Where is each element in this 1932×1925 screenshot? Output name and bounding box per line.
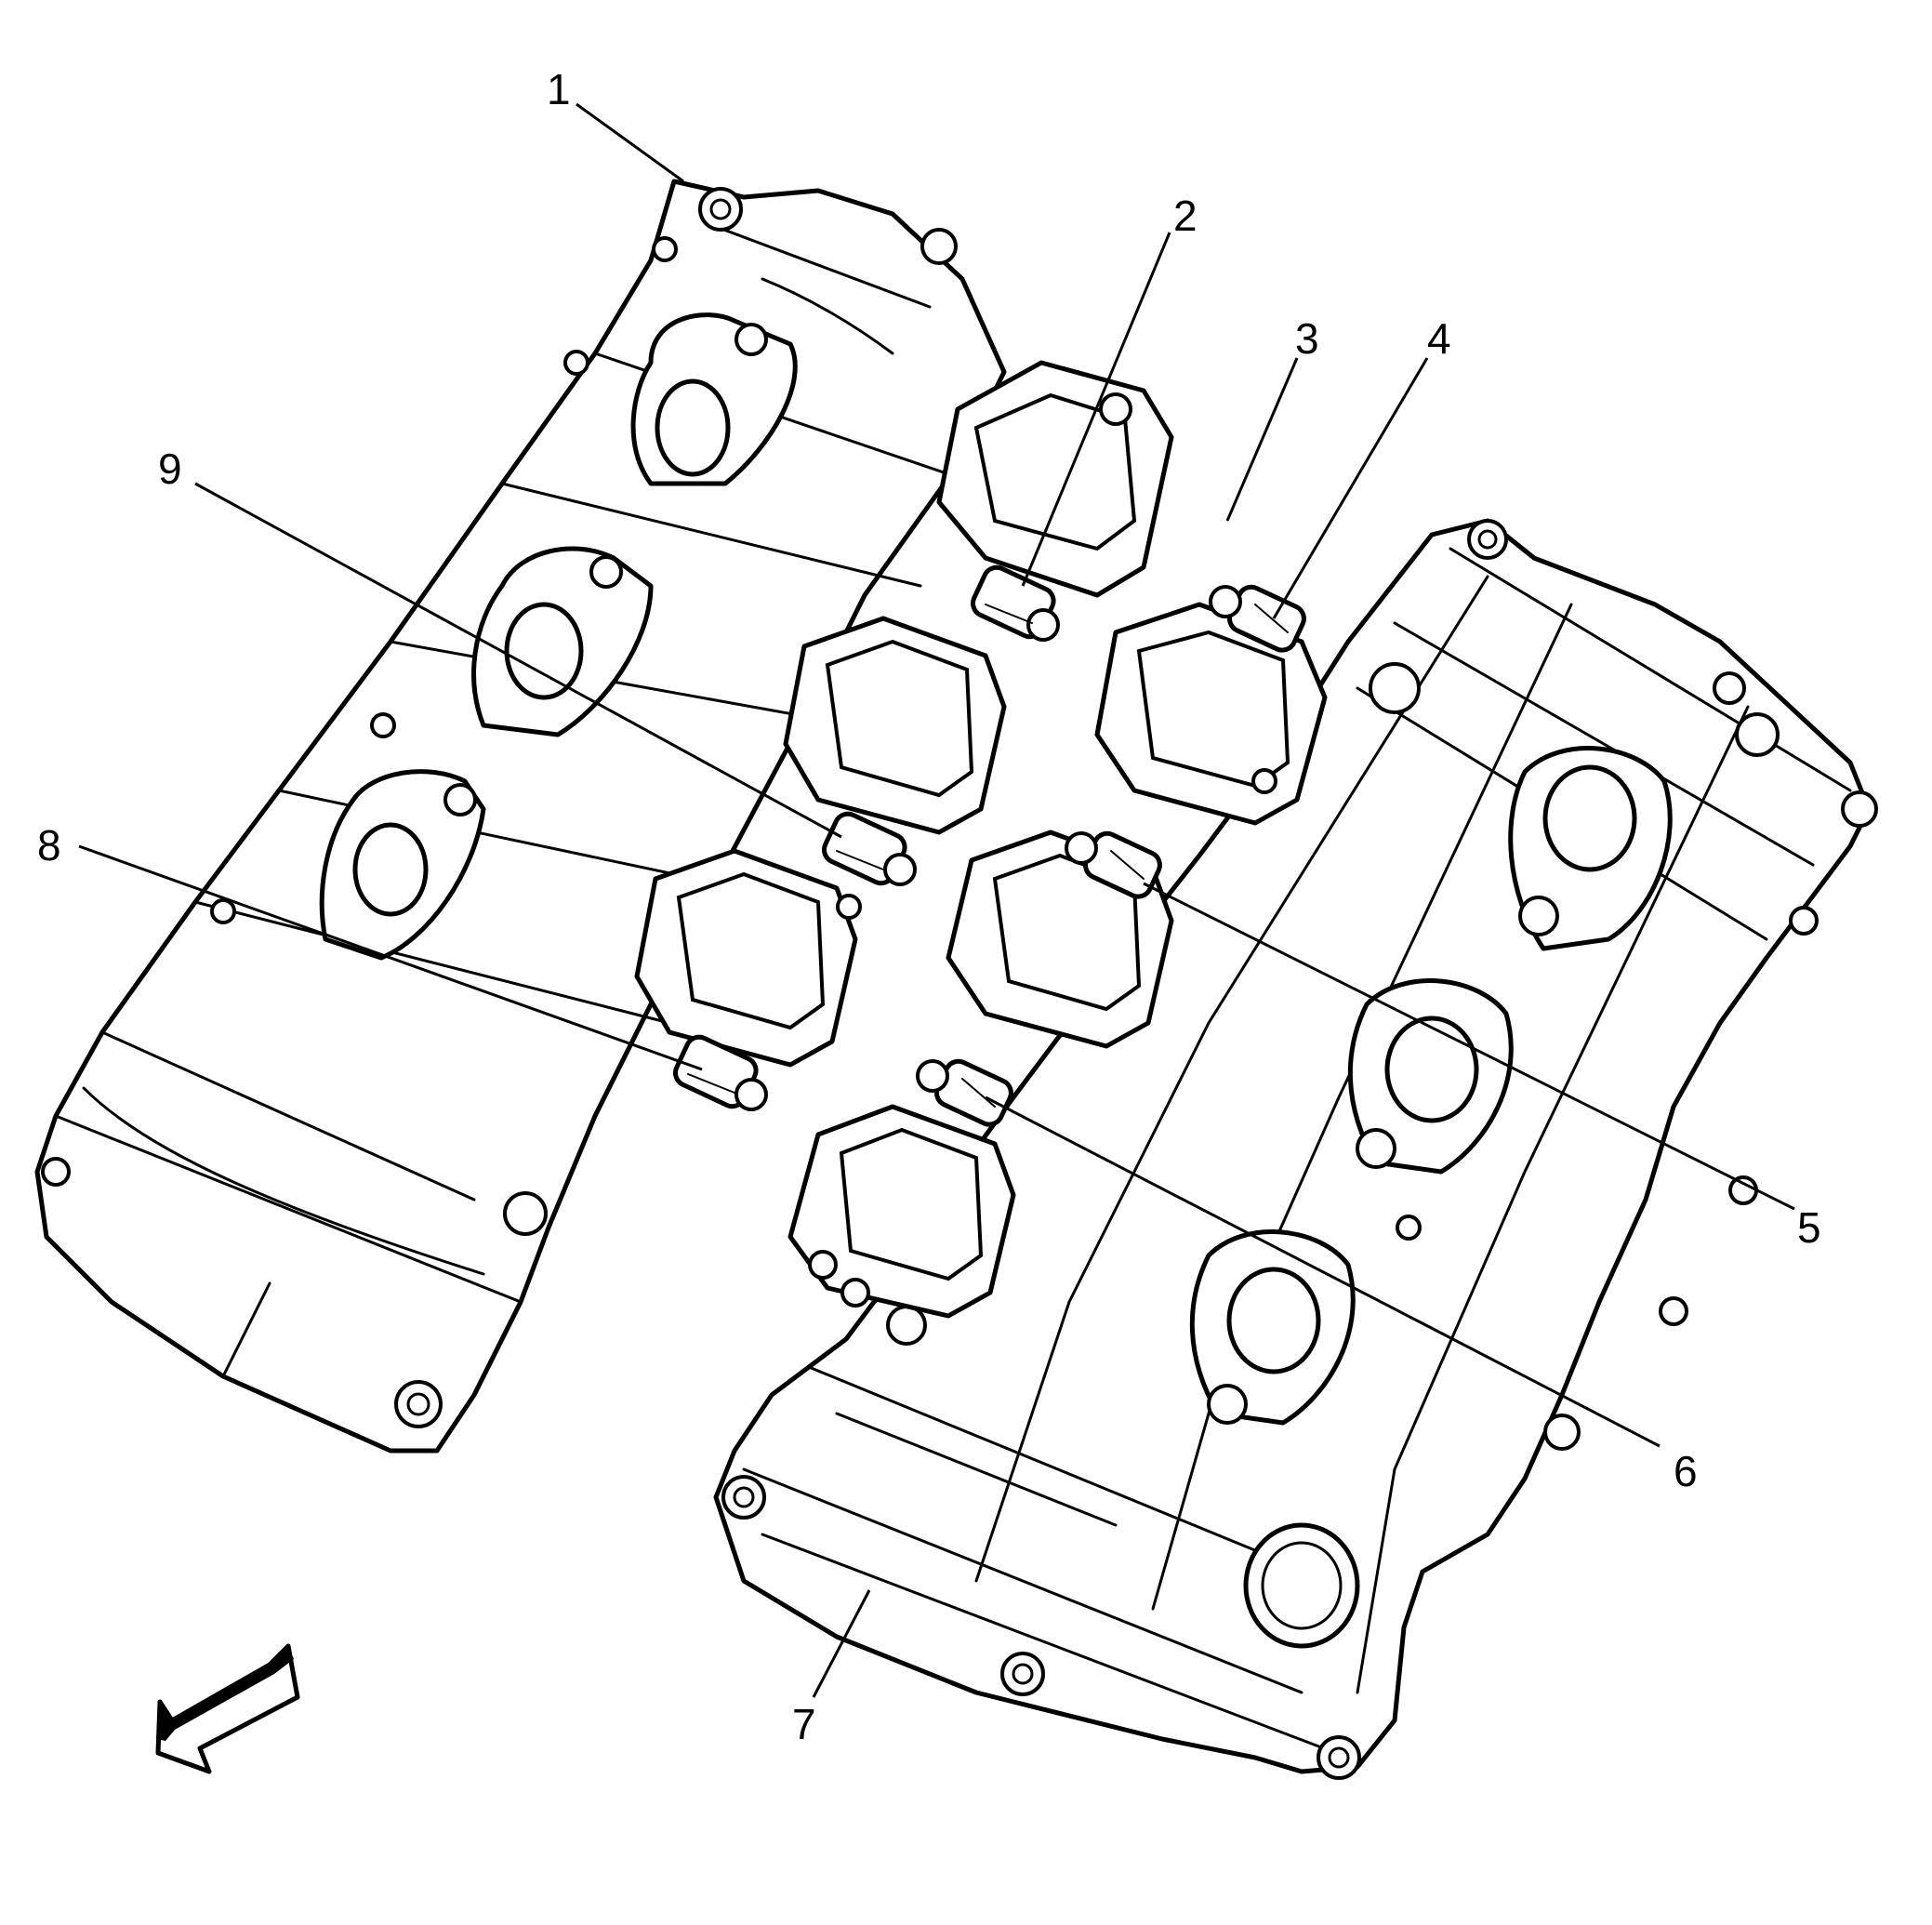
- callout-1: 1: [547, 65, 571, 113]
- callout-5: 5: [1797, 1203, 1821, 1252]
- coil-pad-1: [936, 360, 1174, 598]
- sensor-connector-2: [971, 564, 1060, 642]
- callout-6: 6: [1674, 1447, 1698, 1495]
- leader-9: [194, 482, 842, 839]
- right-cover-flange-upper: [1508, 746, 1673, 951]
- leader-4: [1272, 357, 1429, 619]
- callout-labels: 1 2 3 4 5 6 7 8 9: [37, 65, 1821, 1748]
- left-cover-flange-middle: [471, 546, 654, 737]
- leader-1: [576, 102, 684, 183]
- leader-7: [812, 1589, 871, 1698]
- left-cover-flange-lower: [319, 769, 486, 961]
- sensor-connector-8: [673, 1034, 768, 1111]
- callout-4: 4: [1427, 314, 1451, 363]
- coil-pad-6: [787, 1104, 1016, 1319]
- callout-9: 9: [158, 445, 182, 493]
- front-direction-arrow-icon: [155, 1643, 300, 1774]
- coil-pad-3: [783, 616, 1007, 835]
- leader-5: [1143, 882, 1795, 1211]
- leader-2: [1021, 232, 1171, 587]
- callout-3: 3: [1295, 314, 1319, 363]
- left-valve-cover: [34, 179, 1007, 1454]
- right-valve-cover: [713, 518, 1878, 1780]
- sensor-connector-9: [822, 811, 917, 886]
- leader-6: [985, 1095, 1661, 1448]
- right-cover-flange-lower: [1189, 1229, 1356, 1426]
- sensor-connector-6: [916, 1058, 1013, 1127]
- callout-2: 2: [1173, 192, 1198, 240]
- callout-8: 8: [37, 821, 61, 870]
- callout-7: 7: [792, 1700, 816, 1748]
- left-cover-flange-top: [630, 312, 798, 486]
- leader-lines: [78, 102, 1795, 1698]
- leader-8: [78, 844, 703, 1071]
- right-cover-flange-middle: [1347, 978, 1514, 1175]
- sensor-connector-5: [1065, 830, 1162, 899]
- leader-3: [1225, 357, 1299, 522]
- coil-pad-2: [1094, 602, 1328, 826]
- sensor-connector-4: [1209, 584, 1306, 653]
- coil-pad-5: [634, 848, 862, 1068]
- right-cover-filler-neck: [1243, 1522, 1360, 1649]
